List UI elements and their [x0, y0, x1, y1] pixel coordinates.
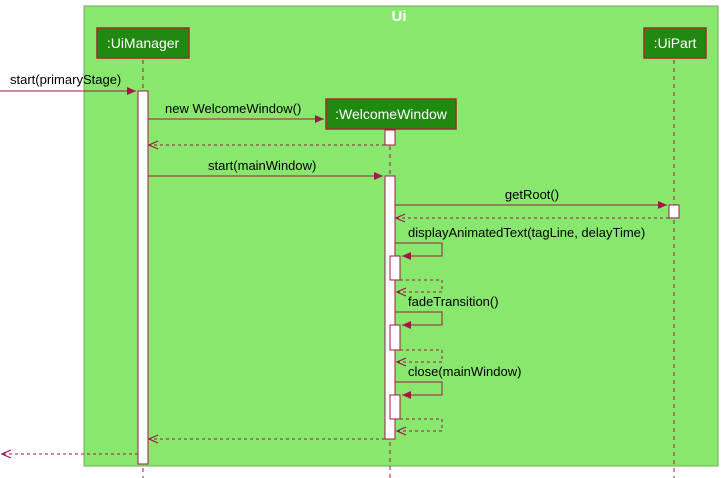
message-display-animated-text-arrow	[395, 242, 443, 260]
return-fade-transition-arrow	[397, 349, 443, 362]
ui-frame	[83, 5, 719, 467]
activation-display-animated-text	[389, 255, 401, 281]
activation-fade-transition	[389, 324, 401, 351]
activation-ui-manager	[137, 90, 149, 465]
message-start-main-window-label: start(mainWindow)	[208, 158, 316, 173]
message-close-main-window-arrow	[395, 381, 443, 399]
message-display-animated-text-label: displayAnimatedText(tagLine, delayTime)	[408, 225, 645, 240]
participant-ui-manager-box	[96, 27, 190, 59]
activation-ui-part	[668, 204, 680, 219]
participant-welcome-window-label: :WelcomeWindow	[335, 106, 448, 122]
participant-ui-manager-label: :UiManager	[107, 35, 180, 51]
ui-frame-title: Ui	[392, 8, 407, 25]
message-get-root-label: getRoot()	[505, 187, 559, 202]
participant-ui-part-label: :UiPart	[654, 35, 697, 51]
return-close-main-window-arrow	[397, 418, 443, 431]
message-fade-transition-arrow	[395, 311, 443, 329]
activation-close	[389, 394, 401, 420]
message-new-welcome-window-label: new WelcomeWindow()	[165, 101, 301, 116]
activation-welcome-window-start	[384, 175, 396, 440]
participant-ui-part-box	[643, 27, 707, 59]
activation-welcome-window-ctor	[384, 129, 396, 146]
return-display-animated-text-arrow	[397, 279, 443, 292]
message-close-main-window-label: close(mainWindow)	[408, 364, 521, 379]
participant-welcome-window-box	[325, 98, 457, 130]
message-fade-transition-label: fadeTransition()	[408, 294, 499, 309]
message-start-primary-stage-label: start(primaryStage)	[10, 72, 121, 87]
